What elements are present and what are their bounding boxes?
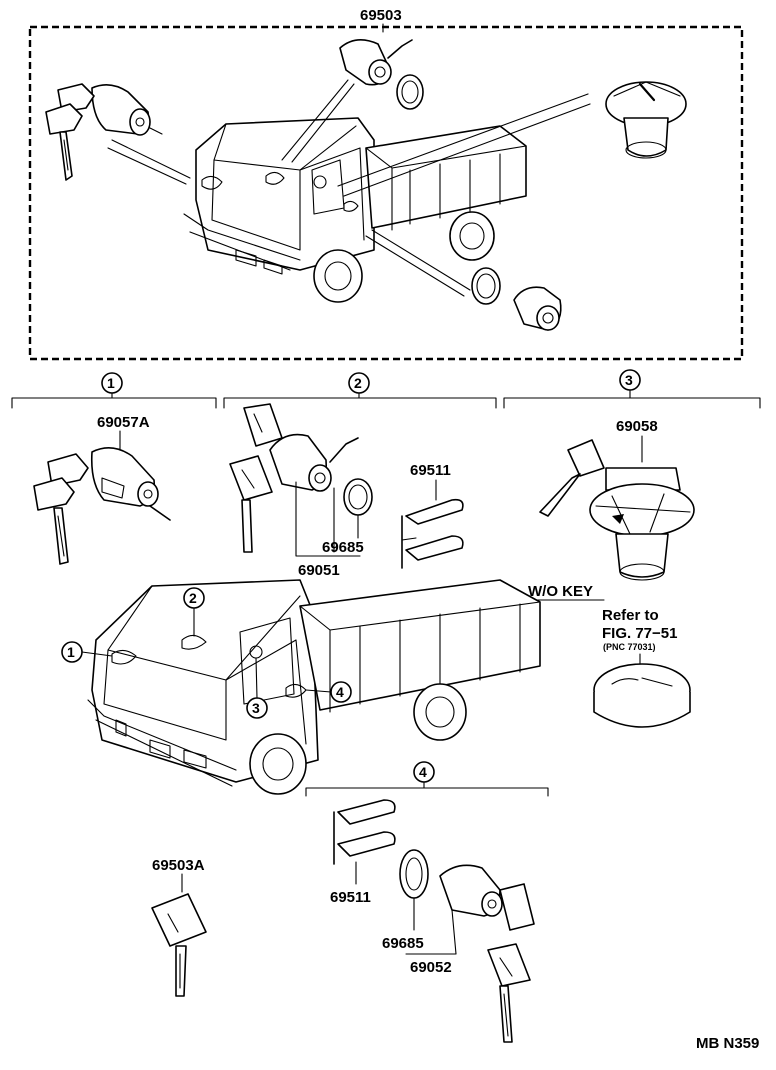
group-4-header: 4 <box>305 761 549 797</box>
group-2-header: 2 <box>223 372 497 409</box>
fuel-cap-wo-key: W/O KEY Refer to FIG. 77−51 (PNC 77031) <box>525 583 691 728</box>
truck-callout-4: 4 <box>305 681 352 703</box>
label-69685-bottom: 69685 <box>382 935 424 952</box>
refer-line-2: FIG. 77−51 <box>602 625 677 642</box>
group-2-number: 2 <box>354 375 362 391</box>
group-3-header: 3 <box>503 369 761 409</box>
top-door-lock-cylinder-icon <box>339 39 424 110</box>
svg-text:1: 1 <box>67 644 75 660</box>
label-69052: 69052 <box>410 959 452 976</box>
figure-code: MB N359 <box>696 1035 759 1052</box>
label-69503: 69503 <box>360 7 402 24</box>
refer-line-3: (PNC 77031) <box>603 642 656 652</box>
label-69057a: 69057A <box>97 414 150 431</box>
label-69058: 69058 <box>616 418 658 435</box>
group-3-number: 3 <box>625 372 633 388</box>
group-4-number: 4 <box>419 764 427 780</box>
group-1-number: 1 <box>107 375 115 391</box>
svg-text:3: 3 <box>252 700 260 716</box>
label-69503a: 69503A <box>152 857 205 874</box>
top-back-door-lock-icon <box>471 267 562 331</box>
label-69051: 69051 <box>298 562 340 579</box>
lock-ring-69685-icon: 69685 69051 <box>298 478 373 579</box>
top-pointer-lines <box>107 79 591 297</box>
retainer-clip-69511-icon: 69511 <box>401 462 464 569</box>
svg-text:2: 2 <box>189 590 197 606</box>
ignition-lock-69057a-icon: 69057A <box>33 414 171 565</box>
svg-text:4: 4 <box>336 684 344 700</box>
top-truck-icon <box>183 117 527 303</box>
key-69503a-icon: 69503A <box>151 857 207 997</box>
group-1-header: 1 <box>11 372 217 409</box>
refer-line-1: Refer to <box>602 607 659 624</box>
main-truck-icon <box>87 579 541 795</box>
label-69511-top: 69511 <box>410 462 451 479</box>
label-69685-top: 69685 <box>322 539 364 556</box>
truck-callout-1: 1 <box>61 641 113 663</box>
wo-key-label: W/O KEY <box>528 583 593 600</box>
top-ignition-lock-icon <box>45 83 163 181</box>
truck-callout-2: 2 <box>183 587 205 637</box>
top-assembly-box: 69503 <box>28 7 744 361</box>
back-door-lock-69052-icon: 69511 69685 69052 <box>330 799 535 1043</box>
label-69511-bottom: 69511 <box>330 889 371 906</box>
top-fuel-cap-icon <box>605 81 687 159</box>
fuel-cap-69058-icon: 69058 <box>539 418 695 581</box>
door-lock-69051-icon <box>229 403 361 557</box>
truck-callout-3: 3 <box>246 657 268 719</box>
